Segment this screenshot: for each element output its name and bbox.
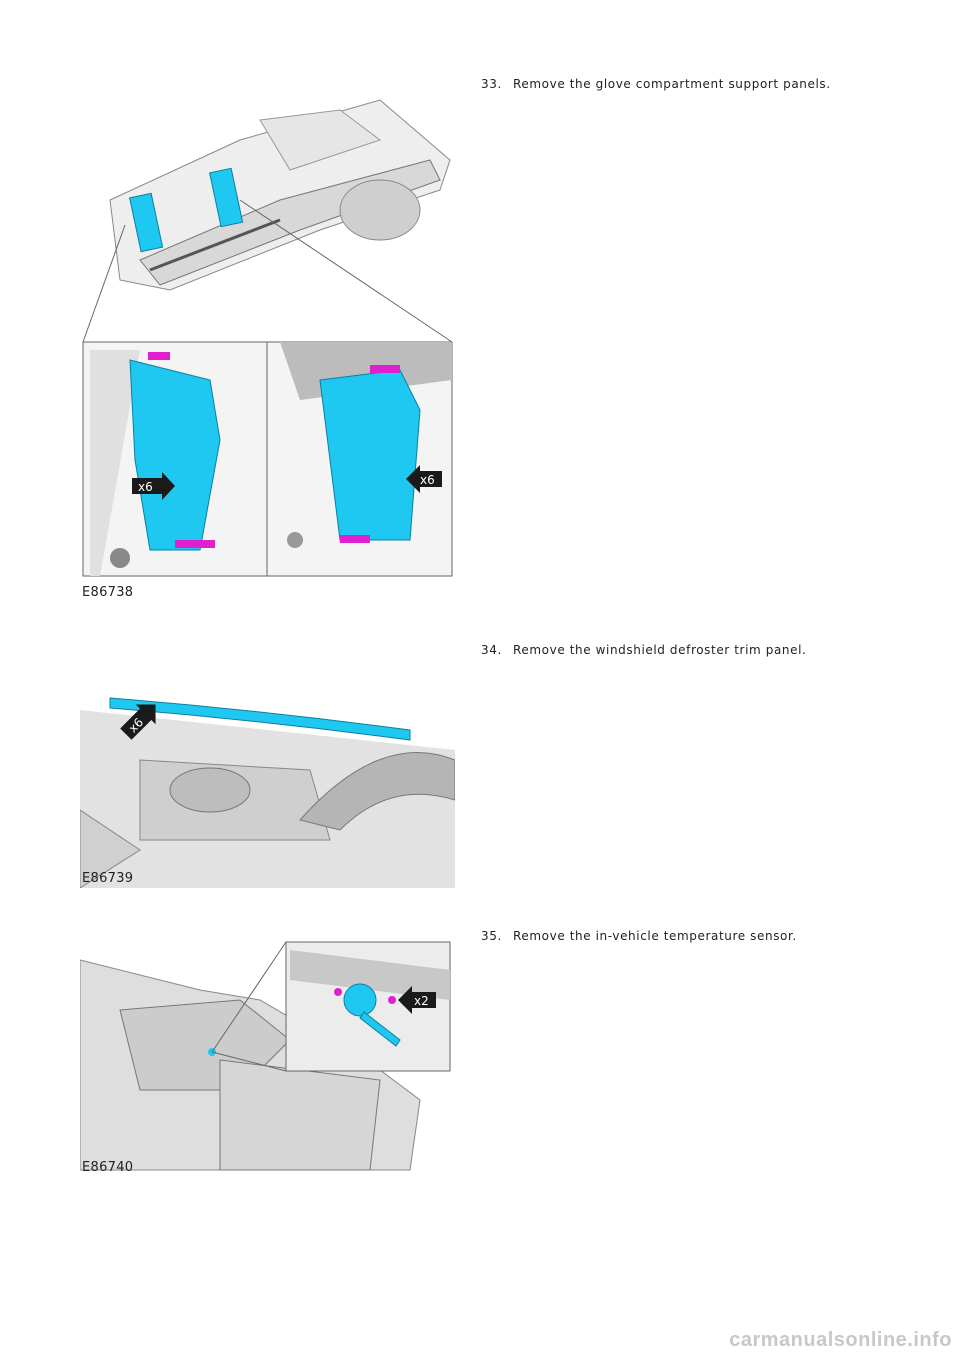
step-text: Remove the in-vehicle temperature sensor… (513, 929, 797, 943)
step-33: 33. Remove the glove compartment support … (481, 77, 831, 91)
figure-label: E86740 (82, 1160, 134, 1175)
step-number: 34. (481, 643, 502, 657)
callout-right: x6 (406, 465, 442, 493)
right-support-panel (280, 342, 452, 548)
callout-x2: x2 (398, 986, 436, 1014)
figure-e86738: x6 x6 (80, 80, 455, 580)
callout-text: x2 (414, 994, 429, 1008)
callout-right-text: x6 (420, 473, 435, 487)
dashboard-illustration-2: x6 (80, 697, 455, 888)
site-watermark: carmanualsonline.info (729, 1329, 952, 1351)
figure-label: E86739 (82, 871, 134, 886)
step-text: Remove the windshield defroster trim pan… (513, 643, 807, 657)
step-number: 35. (481, 929, 502, 943)
dashboard-overview (109, 99, 451, 291)
step-34: 34. Remove the windshield defroster trim … (481, 643, 806, 657)
callout-left-text: x6 (138, 480, 153, 494)
dashboard-illustration-3: x2 (80, 941, 451, 1171)
left-support-panel (90, 350, 221, 576)
figure-e86740: x2 (80, 940, 458, 1180)
defroster-panel (109, 697, 411, 741)
step-number: 33. (481, 77, 502, 91)
figure-e86739: x6 (80, 690, 455, 888)
step-text: Remove the glove compartment support pan… (513, 77, 831, 91)
dashboard-illustration-1: x6 x6 (82, 99, 453, 577)
figure-label: E86738 (82, 585, 134, 600)
callout-left: x6 (132, 472, 175, 500)
temperature-sensor (334, 983, 401, 1047)
step-35: 35. Remove the in-vehicle temperature sen… (481, 929, 797, 943)
